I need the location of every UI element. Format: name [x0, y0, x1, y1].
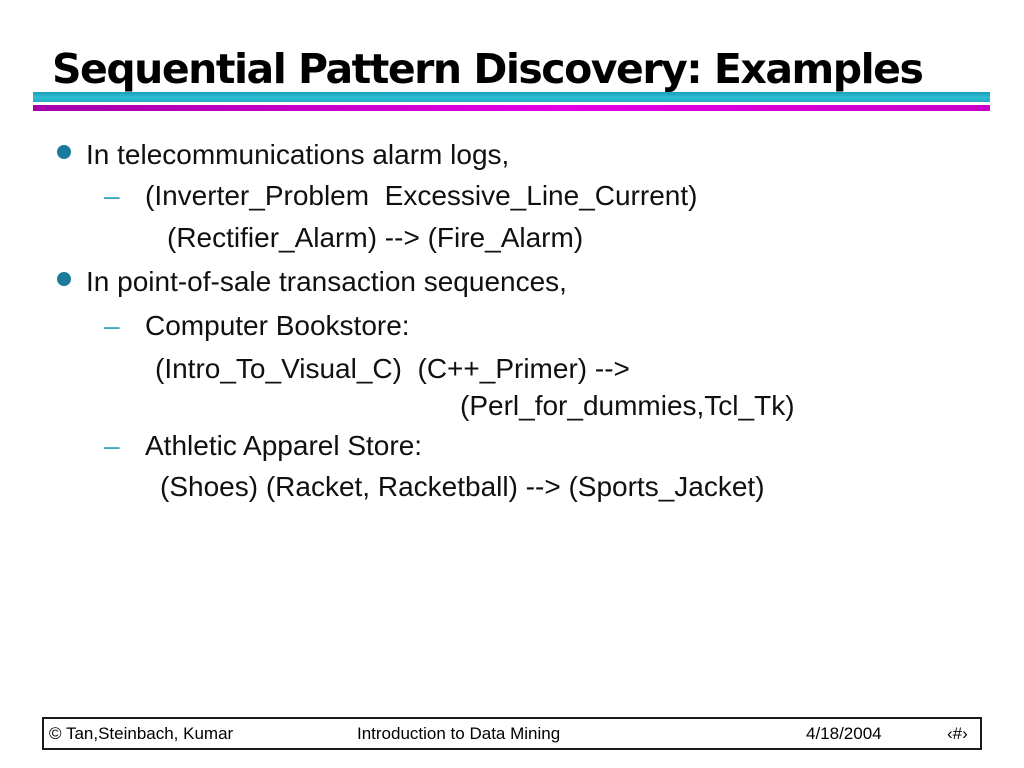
dash-icon: –	[104, 430, 120, 461]
sub-item-perl-for-dummies: (Perl_for_dummies,Tcl_Tk)	[460, 390, 795, 421]
page-title: Sequential Pattern Discovery: Examples	[52, 45, 924, 94]
bullet-icon	[57, 145, 71, 159]
bullet-item-point-of-sale: In point-of-sale transaction sequences,	[86, 266, 567, 297]
footer-book-title: Introduction to Data Mining	[357, 724, 561, 743]
sub-item-intro-to-visual-c: (Intro_To_Visual_C) (C++_Primer) -->	[155, 353, 630, 384]
divider-magenta-bar	[33, 105, 990, 111]
footer: © Tan,Steinbach, Kumar Introduction to D…	[42, 717, 982, 750]
dash-icon: –	[104, 310, 120, 341]
sub-item-inverter-problem: (Inverter_Problem Excessive_Line_Current…	[145, 180, 698, 211]
sub-item-rectifier-alarm: (Rectifier_Alarm) --> (Fire_Alarm)	[167, 222, 584, 253]
divider-teal-bar	[33, 92, 990, 102]
footer-page-number: ‹#›	[947, 724, 968, 743]
footer-copyright: © Tan,Steinbach, Kumar	[49, 724, 234, 743]
dash-icon: –	[104, 180, 120, 211]
footer-date: 4/18/2004	[806, 724, 882, 743]
sub-item-athletic-apparel: Athletic Apparel Store:	[145, 430, 423, 461]
sub-item-shoes-racket: (Shoes) (Racket, Racketball) --> (Sports…	[160, 471, 765, 502]
bullet-icon	[57, 272, 71, 286]
bullet-item-telecom: In telecommunications alarm logs,	[86, 139, 510, 170]
sub-item-computer-bookstore: Computer Bookstore:	[145, 310, 410, 341]
